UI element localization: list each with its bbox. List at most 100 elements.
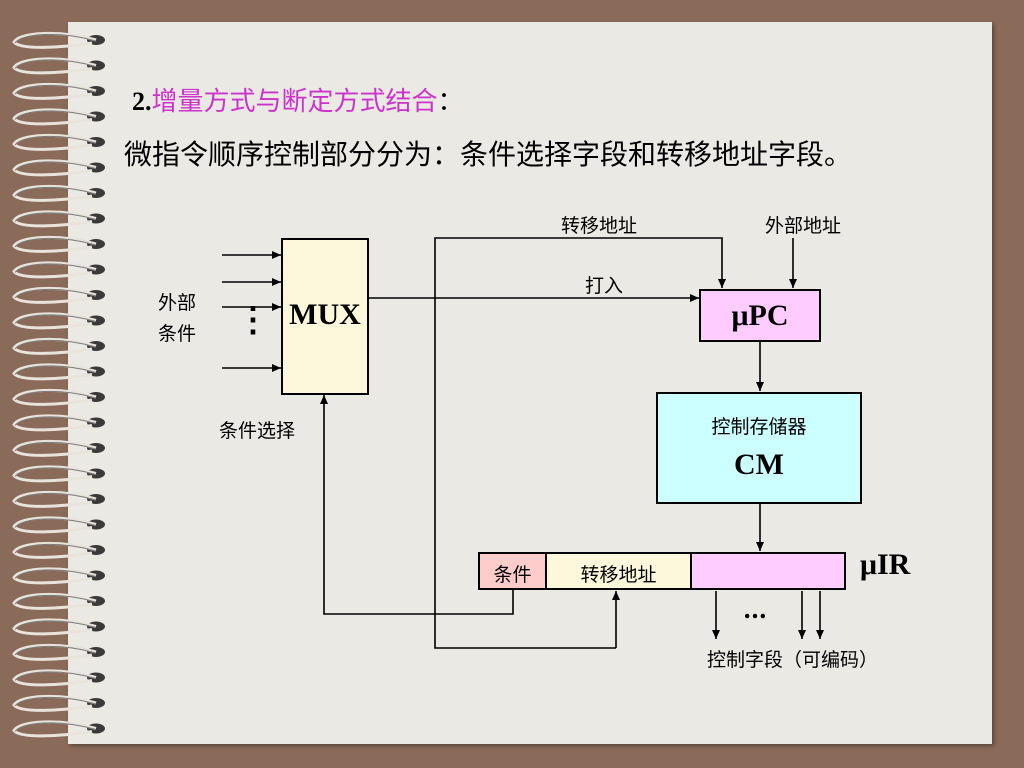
spiral-ring [12,261,105,279]
ring-wire [12,644,97,661]
condition-select-feedback [320,395,514,615]
ring-shade [14,391,97,401]
spiral-ring [12,363,105,381]
spiral-ring [12,338,105,355]
external-address-label: 外部地址 [765,215,842,237]
ring-wire [12,159,97,177]
ring-shade [14,671,97,681]
spiral-ring [12,669,105,687]
spiral-ring [12,720,105,738]
ring-wire [12,57,97,75]
ring-wire [12,32,97,49]
ring-wire [12,338,97,355]
spiral-ring [12,134,105,151]
uir-label: μIR [860,548,911,581]
spiral-ring [12,32,105,49]
ring-wire [12,312,97,330]
spiral-ring [12,210,105,228]
spiral-ring [12,695,105,712]
description-text: 微指令顺序控制部分分为：条件选择字段和转移地址字段。 [124,138,853,171]
ring-shade [14,722,97,732]
spiral-ring [12,567,105,585]
branch-address-feedback [434,237,726,649]
uir-branch-label: 转移地址 [580,564,657,586]
ring-shade [14,646,97,656]
ring-shade [14,416,97,426]
spiral-ring [12,516,105,534]
uir-condition-label: 条件 [493,564,532,586]
ring-shade [14,518,97,528]
load-label: 打入 [585,275,624,297]
condition-select-label: 条件选择 [219,420,296,442]
spiral-ring [12,465,105,483]
ring-shade [14,187,97,197]
ring-shade [14,569,97,579]
spiral-ring [12,414,105,432]
spiral-ring [12,312,105,330]
ring-wire [12,491,97,508]
branch-address-top-label: 转移地址 [561,215,638,237]
ring-wire [12,363,97,381]
spiral-ring [12,57,105,75]
heading-number: 2. [132,87,152,116]
ring-shade [14,340,97,350]
spiral-ring [12,236,105,253]
control-field-label: 控制字段（可编码） [707,649,879,671]
ring-shade [14,289,97,299]
ring-wire [12,210,97,228]
control-memory-label: CM [734,448,784,481]
ring-shade [14,85,97,95]
ring-shade [14,161,97,171]
ring-shade [14,365,97,375]
spiral-ring [12,83,105,100]
spiral-ring [12,159,105,177]
ring-shade [14,697,97,707]
ring-wire [12,236,97,253]
ring-wire [12,669,97,687]
spiral-ring [12,491,105,508]
spiral-ring [12,287,105,304]
ring-wire [12,389,97,406]
heading-title: 增量方式与断定方式结合 [151,87,438,117]
ring-wire [12,720,97,738]
ring-wire [12,108,97,126]
control-ellipsis: … [743,595,767,624]
control-memory-title: 控制存储器 [711,416,807,438]
ring-wire [12,440,97,457]
ring-wire [12,287,97,304]
ring-shade [14,493,97,503]
heading-colon: ： [437,87,464,117]
mux-label: MUX [289,298,361,331]
uir-condition-field: 条件 [478,552,547,590]
upc-label: μPC [731,299,789,332]
external-condition-label-2: 条件 [158,323,197,345]
ring-shade [14,110,97,120]
uir-branch-field: 转移地址 [545,552,692,590]
ring-wire [12,83,97,100]
ring-wire [12,414,97,432]
ring-shade [14,136,97,146]
ring-shade [14,59,97,69]
mux-block: MUX [281,238,369,395]
ring-wire [12,618,97,636]
external-condition-label-1: 外部 [158,292,197,314]
spiral-ring [12,644,105,661]
ring-shade [14,620,97,630]
ring-shade [14,544,97,554]
ring-wire [12,695,97,712]
ring-shade [14,238,97,248]
ring-wire [12,134,97,151]
ring-shade [14,442,97,452]
ring-wire [12,542,97,559]
ring-shade [14,314,97,324]
vertical-ellipsis: ⋮ [236,300,270,340]
spiral-binding [12,32,105,738]
spiral-ring [12,389,105,406]
ring-shade [14,34,97,44]
spiral-ring [12,108,105,126]
control-memory-block: 控制存储器 CM [656,392,862,504]
ring-shade [14,212,97,222]
section-heading: 2.增量方式与断定方式结合： [132,86,464,118]
ring-wire [12,261,97,279]
